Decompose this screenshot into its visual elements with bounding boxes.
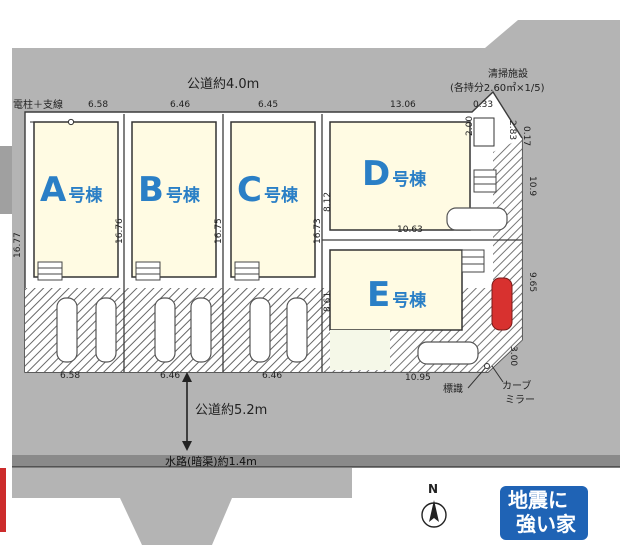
dim-bottom-b: 6.46 bbox=[160, 371, 181, 381]
building-a-suffix: 号棟 bbox=[68, 186, 103, 206]
building-a bbox=[33, 121, 119, 278]
dim-right-d: 10.9 bbox=[527, 176, 537, 197]
building-b bbox=[131, 121, 217, 278]
sign-icon bbox=[484, 363, 490, 369]
dim-mid-cd: 16.73 bbox=[313, 218, 323, 244]
building-c-letter: C bbox=[237, 170, 262, 210]
arrow-head-top bbox=[182, 372, 192, 382]
dim-e-left: 8.61 bbox=[323, 291, 333, 312]
road-edge-left bbox=[0, 146, 12, 214]
dim-corner-c: 0.17 bbox=[521, 126, 531, 147]
dim-top-gc: 0.33 bbox=[473, 100, 494, 110]
left-red-edge bbox=[0, 468, 6, 532]
earthquake-badge: 地震に 強い家 bbox=[500, 486, 588, 540]
building-d-suffix: 号棟 bbox=[392, 170, 427, 190]
dim-d-bottom: 10.63 bbox=[397, 225, 423, 235]
south-road-label: 公道約5.2m bbox=[195, 403, 268, 418]
building-b-suffix: 号棟 bbox=[165, 186, 200, 206]
mirror-label-1: カーブ bbox=[502, 381, 532, 392]
building-a-letter: A bbox=[40, 170, 67, 210]
dim-top-d: 13.06 bbox=[390, 100, 416, 110]
north-arrow-icon bbox=[421, 500, 447, 528]
dim-mid-bc: 16.75 bbox=[214, 218, 224, 244]
badge-line-2: 強い家 bbox=[516, 512, 576, 536]
pole-label: 電柱＋支線 bbox=[13, 100, 63, 111]
building-e-suffix: 号棟 bbox=[392, 291, 427, 311]
garbage-detail: (各持分2.60㎡×1/5) bbox=[450, 83, 545, 94]
garbage-title: 清掃施設 bbox=[488, 69, 528, 80]
dim-corner-b: 2.83 bbox=[507, 120, 517, 141]
dim-d-left: 8.12 bbox=[323, 191, 333, 212]
garden-e bbox=[330, 330, 390, 370]
building-b-label: B 号棟 bbox=[138, 173, 200, 207]
dim-left-a: 16.77 bbox=[13, 232, 23, 258]
building-c-suffix: 号棟 bbox=[263, 186, 298, 206]
building-d-label: D 号棟 bbox=[362, 157, 426, 191]
dim-mid-ab: 16.76 bbox=[115, 218, 125, 244]
car-red-icon bbox=[491, 277, 513, 331]
building-e-label: E 号棟 bbox=[367, 278, 426, 312]
dim-bottom-e: 10.95 bbox=[405, 373, 431, 383]
waterway-label: 水路(暗渠)約1.4m bbox=[165, 455, 257, 468]
car-icons bbox=[56, 207, 508, 365]
dim-bottom-a: 6.58 bbox=[60, 371, 81, 381]
north-label: N bbox=[428, 482, 439, 496]
building-c-label: C 号棟 bbox=[237, 173, 298, 207]
dim-corner-e: 3.00 bbox=[508, 346, 518, 367]
entrance-steps bbox=[37, 169, 497, 281]
garbage-facility bbox=[473, 117, 495, 147]
north-road-label: 公道約4.0m bbox=[187, 77, 260, 92]
mirror-label-2: ミラー bbox=[505, 395, 535, 406]
mirror-leader bbox=[491, 365, 504, 383]
building-a-label: A 号棟 bbox=[40, 173, 102, 207]
dim-top-a: 6.58 bbox=[88, 100, 109, 110]
arrow-head-bottom bbox=[182, 441, 192, 451]
dim-bottom-c: 6.46 bbox=[262, 371, 283, 381]
building-e bbox=[329, 249, 463, 331]
pole-icon bbox=[67, 118, 75, 126]
sign-label: 標識 bbox=[443, 384, 463, 395]
dim-top-b: 6.46 bbox=[170, 100, 191, 110]
building-d bbox=[329, 121, 471, 231]
lower-road bbox=[12, 468, 352, 545]
building-c bbox=[230, 121, 316, 278]
building-e-letter: E bbox=[367, 275, 391, 315]
building-b-letter: B bbox=[138, 170, 164, 210]
dim-right-e: 9.65 bbox=[527, 272, 537, 293]
dim-corner-a: 2.00 bbox=[465, 115, 475, 136]
dim-top-c: 6.45 bbox=[258, 100, 279, 110]
badge-line-1: 地震に bbox=[508, 488, 568, 512]
building-d-letter: D bbox=[362, 154, 391, 194]
waterway bbox=[12, 455, 620, 467]
sign-leader bbox=[467, 365, 488, 389]
